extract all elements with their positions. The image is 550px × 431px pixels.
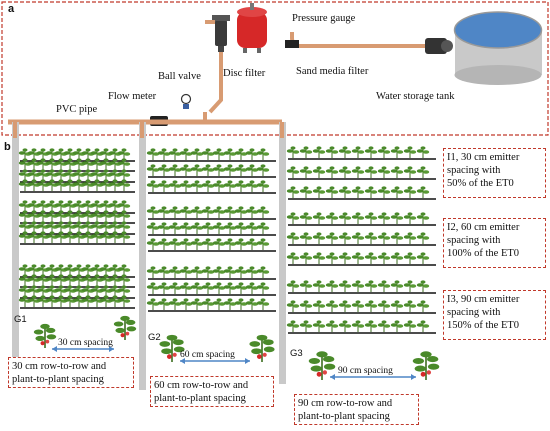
pipe-filter-to-main [208,52,223,114]
spacing-box-g2: 60 cm row-to-row and plant-to-plant spac… [150,376,274,407]
irrigation-box-i1: I1, 30 cm emitter spacing with 50% of th… [443,148,546,198]
tomato-plant [33,323,57,348]
planting-field-g2 [146,148,276,312]
spacing-box-g2-line1: 60 cm row-to-row and [154,380,249,391]
sand-media-filter-label: Sand media filter [296,66,369,77]
irrigation-box-i3-line3: 150% of the ET0 [447,320,520,332]
disc-filter [212,15,230,52]
pressure-gauge-label: Pressure gauge [292,13,356,24]
spacing-arrow-g3 [330,374,416,380]
tomato-plant [249,334,275,362]
flow-meter-label: Flow meter [108,91,157,102]
spacing-label-g3: 90 cm spacing [338,366,393,376]
spacing-box-g1: 30 cm row-to-row and plant-to-plant spac… [8,357,134,388]
water-storage-tank-label: Water storage tank [376,91,455,102]
spacing-box-g1-line2: plant-to-plant spacing [12,374,104,386]
spacing-arrow-g2 [180,358,250,364]
irrigation-box-i2-line2: spacing with [447,235,501,247]
irrigation-box-i2: I2, 60 cm emitter spacing with 100% of t… [443,218,546,268]
group-label-g3: G3 [290,348,303,359]
panel-a-border [1,1,549,136]
irrigation-box-i1-line1: I1, 30 cm emitter [447,152,520,163]
ball-valve [180,93,192,109]
pvc-pipe-label: PVC pipe [56,104,98,115]
spacing-label-g2: 60 cm spacing [180,350,235,360]
pipe-pump-to-filter [290,32,425,48]
irrigation-box-i2-line1: I2, 60 cm emitter [447,222,520,233]
sand-media-filter [237,3,267,53]
panel-b-letter: b [4,141,11,153]
disc-filter-label: Disc filter [223,68,266,79]
spacing-label-g1: 30 cm spacing [58,338,113,348]
spacing-box-g3-line2: plant-to-plant spacing [298,411,390,423]
tomato-plant [412,351,440,380]
group-label-g1: G1 [14,314,27,325]
irrigation-box-i3-line1: I3, 90 cm emitter [447,294,520,305]
submain-pipes [12,122,286,390]
spacing-arrow-g1 [52,346,114,352]
planting-field-g3 [286,146,436,334]
panel-a-letter: a [8,3,15,15]
spacing-box-g2-line2: plant-to-plant spacing [154,393,246,405]
planting-field-g1 [18,148,135,309]
irrigation-box-i1-line2: spacing with [447,165,501,177]
water-storage-tank [453,11,543,85]
spacing-box-g3-line1: 90 cm row-to-row and [298,398,393,409]
irrigation-box-i1-line3: 50% of the ET0 [447,178,514,190]
irrigation-box-i3: I3, 90 cm emitter spacing with 150% of t… [443,290,546,340]
spacing-box-g3: 90 cm row-to-row and plant-to-plant spac… [294,394,419,425]
tomato-plant [308,351,336,380]
irrigation-box-i2-line3: 100% of the ET0 [447,248,520,260]
tomato-plant [113,315,137,340]
pump [425,38,453,54]
irrigation-box-i3-line2: spacing with [447,307,501,319]
tomato-plant [159,334,185,362]
spacing-box-g1-line1: 30 cm row-to-row and [12,361,107,372]
ball-valve-label: Ball valve [158,71,201,82]
group-label-g2: G2 [148,332,161,343]
